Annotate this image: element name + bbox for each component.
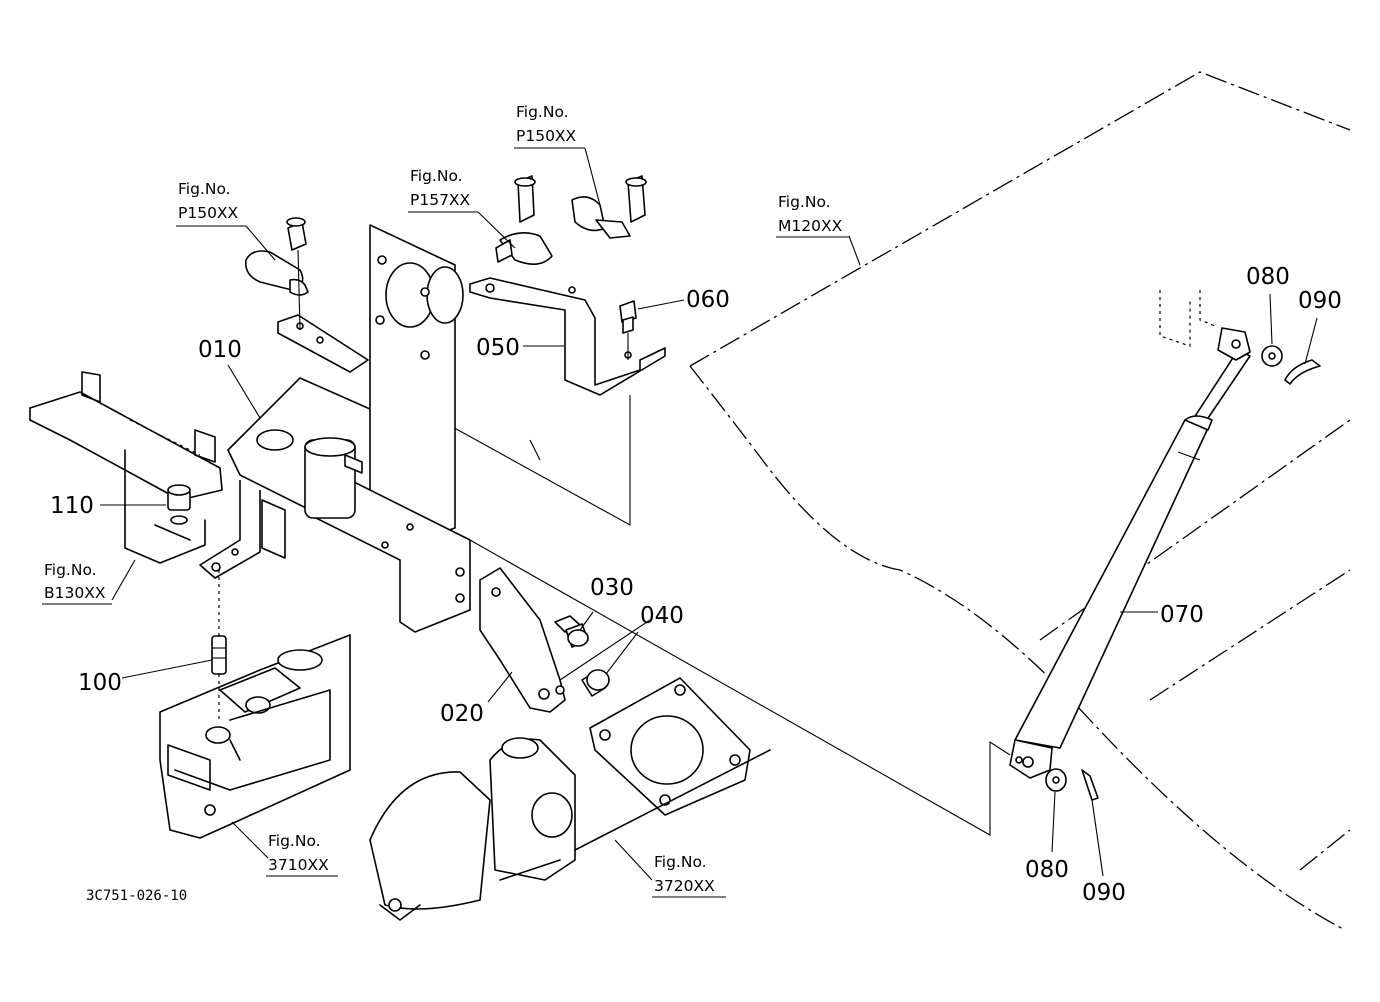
part-label-070: 070 (1160, 602, 1204, 628)
fig-ref-label: Fig.No. (516, 103, 569, 121)
fig-ref-label: Fig.No. (410, 167, 463, 185)
drawing-code: 3C751-026-10 (86, 888, 187, 904)
fig-ref-p150-right: Fig.No. P150XX (514, 103, 585, 149)
fig-ref-label: Fig.No. (778, 193, 831, 211)
fig-ref-label: Fig.No. (44, 561, 97, 579)
washer-080-lower (1045, 768, 1067, 792)
fig-ref-number: M120XX (778, 217, 843, 235)
fig-ref-number: P157XX (410, 191, 471, 209)
washer-080-upper (1261, 345, 1283, 367)
part-label-110: 110 (50, 493, 94, 519)
bolt-110 (167, 484, 191, 525)
fig-ref-b130: Fig.No. B130XX (42, 561, 112, 605)
fig-ref-p157: Fig.No. P157XX (408, 167, 478, 213)
gas-strut-070 (1009, 290, 1251, 779)
housing-3710 (159, 634, 351, 839)
fig-ref-label: Fig.No. (654, 853, 707, 871)
part-label-080-lower: 080 (1025, 857, 1069, 883)
bracket-010 (199, 224, 471, 633)
bolt-030 (554, 615, 589, 648)
left-frame (29, 371, 223, 564)
part-label-100: 100 (78, 670, 122, 696)
clip-090-upper (1284, 359, 1321, 385)
part-label-020: 020 (440, 701, 484, 727)
part-label-060: 060 (686, 287, 730, 313)
bolt-040 (581, 669, 610, 697)
part-label-040: 040 (640, 603, 684, 629)
fig-ref-m120: Fig.No. M120XX (776, 193, 849, 238)
fig-ref-number: B130XX (44, 584, 106, 602)
fig-ref-number: 3720XX (654, 877, 715, 895)
part-label-090-upper: 090 (1298, 288, 1342, 314)
clip-090-lower (1081, 769, 1099, 801)
bracket-050 (469, 175, 666, 396)
fig-ref-label: Fig.No. (178, 180, 231, 198)
fig-ref-number: P150XX (516, 127, 577, 145)
leader-lines (100, 147, 1318, 881)
fig-ref-p150-left: Fig.No. P150XX (176, 180, 246, 227)
part-label-090-lower: 090 (1082, 880, 1126, 906)
housing-3720 (369, 677, 771, 921)
part-label-030: 030 (590, 575, 634, 601)
fig-ref-number: 3710XX (268, 856, 329, 874)
stud-100 (211, 570, 227, 720)
plate-clamp-left (244, 217, 369, 373)
part-label-080-upper: 080 (1246, 264, 1290, 290)
part-label-010: 010 (198, 337, 242, 363)
fig-ref-3710: Fig.No. 3710XX (266, 832, 338, 877)
fig-ref-number: P150XX (178, 204, 239, 222)
fig-ref-3720: Fig.No. 3720XX (652, 853, 726, 898)
part-labels: 010 020 030 040 050 060 070 080 090 080 … (50, 264, 1342, 906)
bracket-020 (479, 567, 566, 713)
fig-ref-label: Fig.No. (268, 832, 321, 850)
part-label-050: 050 (476, 335, 520, 361)
bolt-060 (619, 300, 637, 360)
